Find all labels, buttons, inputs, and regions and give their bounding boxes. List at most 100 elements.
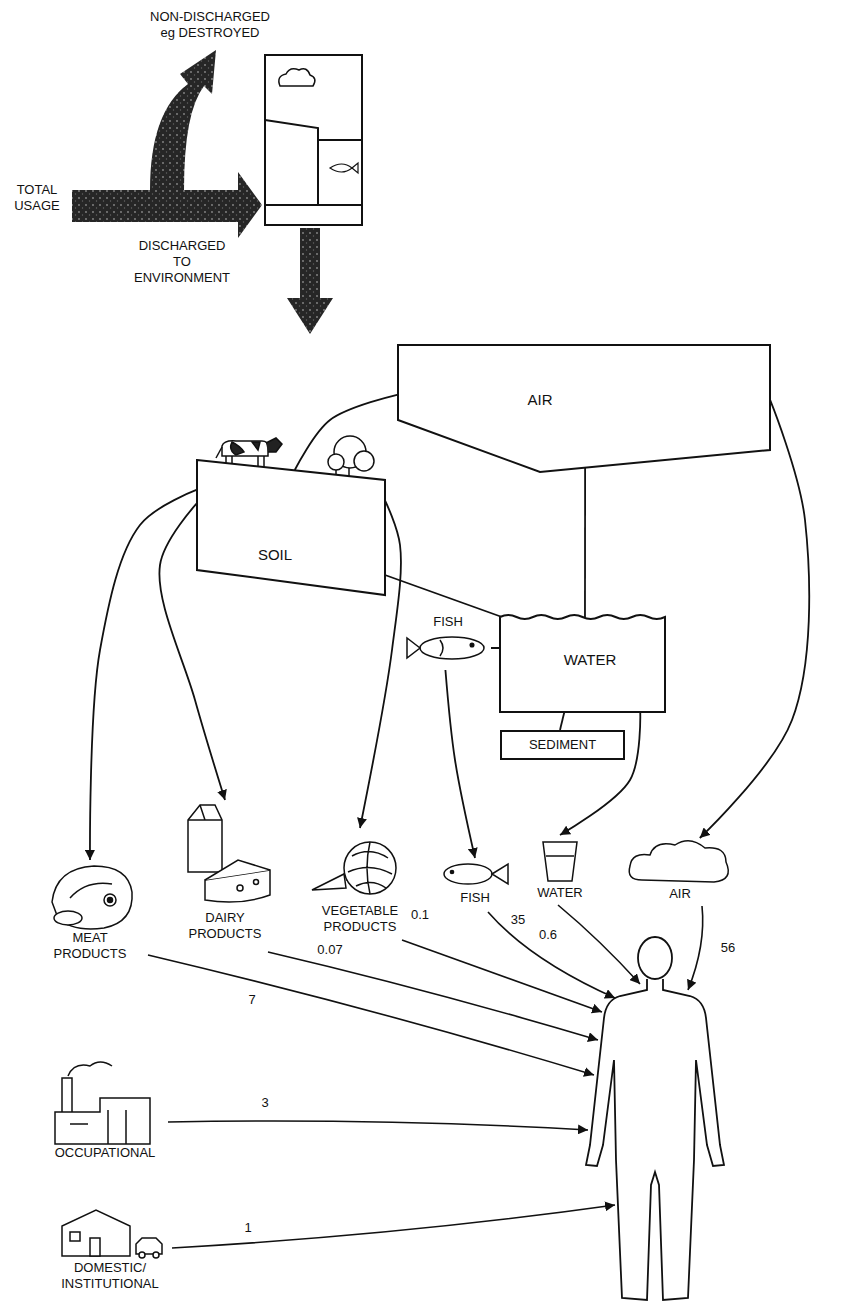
house-icon: [62, 1210, 162, 1258]
exposure-arrow-part: [558, 905, 640, 984]
glass-icon-part: [546, 855, 574, 857]
dairy-icon: [188, 805, 270, 902]
dairy-icon-part: [254, 880, 259, 885]
environment-box-part: [279, 69, 315, 86]
node-label: MEAT PRODUCTS: [40, 930, 140, 962]
node-label: WATER: [564, 652, 617, 668]
fish-icon: [444, 864, 508, 884]
annotation: TOTAL USAGE: [6, 182, 68, 214]
fish-icon-part: [444, 864, 492, 884]
compartment-box: SEDIMENT: [500, 730, 625, 760]
cloud-icon: [629, 841, 728, 882]
tree-icon: [328, 436, 374, 476]
factory-icon-part: [55, 1098, 150, 1144]
human-figure-part: [638, 937, 672, 979]
exposure-source: OCCUPATIONAL: [45, 1070, 165, 1161]
fish-icon-part: [440, 640, 443, 656]
house-icon-part: [90, 1238, 100, 1256]
connector: [700, 400, 809, 838]
exposure-source: AIR: [625, 838, 735, 902]
node-label: DOMESTIC/ INSTITUTIONAL: [50, 1260, 170, 1292]
exposure-arrow-part: [168, 1121, 588, 1130]
dairy-icon-part: [205, 860, 270, 880]
tree-icon-part: [328, 454, 344, 470]
annotation: DISCHARGED TO ENVIRONMENT: [130, 238, 234, 286]
meat-icon: [52, 866, 132, 929]
exposure-value: 0.6: [539, 927, 557, 943]
compartment-outline: [398, 345, 770, 472]
node-label: AIR: [625, 886, 735, 902]
node-label: SOIL: [258, 547, 292, 563]
house-icon-part: [153, 1252, 159, 1258]
meat-icon-part: [104, 894, 116, 906]
connector: [560, 712, 564, 730]
cow-icon-part: [231, 442, 260, 455]
connector: [491, 647, 500, 649]
vegetable-icon-part: [344, 842, 396, 894]
cow-icon-part: [266, 438, 282, 452]
tree-icon-part: [354, 451, 374, 471]
environment-box: [265, 55, 362, 225]
glass-icon: [543, 842, 577, 881]
connector: [584, 468, 586, 617]
node-label: FISH: [405, 614, 491, 630]
compartment-outline: [197, 460, 385, 595]
vegetable-icon-part: [312, 874, 346, 890]
factory-icon-part: [62, 1078, 72, 1114]
environment-box-part: [265, 120, 362, 140]
dairy-icon-part: [237, 885, 243, 891]
exposure-value: 0.1: [411, 907, 429, 923]
exposure-value: 3: [261, 1095, 268, 1111]
node-label: DAIRY PRODUCTS: [175, 910, 275, 942]
meat-icon-part: [108, 898, 113, 903]
connector: [90, 490, 197, 860]
house-icon-part: [62, 1210, 130, 1256]
environment-box-part: [318, 140, 362, 205]
factory-icon: [55, 1062, 150, 1144]
exposure-value: 1: [244, 1220, 251, 1236]
fish-node: FISH: [405, 614, 491, 670]
house-icon-part: [70, 1232, 80, 1241]
fish-icon-part: [492, 864, 508, 884]
exposure-value: 56: [721, 940, 735, 956]
vegetable-icon: [312, 842, 396, 894]
exposure-value: 35: [511, 912, 525, 928]
fish-icon: [407, 637, 484, 659]
compartment-outline: [197, 460, 385, 595]
node-label: WATER: [530, 885, 590, 901]
compartment-outline: [500, 615, 665, 712]
house-icon-part: [136, 1238, 162, 1254]
vegetable-icon-part: [348, 842, 392, 894]
annotation: NON-DISCHARGED eg DESTROYED: [145, 9, 275, 41]
dairy-icon-part: [188, 805, 222, 872]
node-label: FISH: [435, 890, 515, 906]
compartment-outline: [501, 731, 624, 759]
meat-icon-part: [52, 866, 132, 929]
usage-arrow-part: [287, 228, 333, 334]
compartment-box: SOIL: [197, 460, 385, 595]
environment-box-part: [330, 163, 358, 173]
exposure-source: VEGETABLE PRODUCTS: [305, 828, 415, 935]
fish-icon-part: [407, 638, 420, 658]
connector: [445, 670, 475, 858]
factory-icon-part: [70, 1110, 126, 1144]
fish-icon-part: [420, 637, 484, 659]
environment-box-part: [265, 204, 318, 206]
dairy-icon-part: [188, 805, 222, 820]
house-icon-part: [139, 1252, 145, 1258]
meat-icon-part: [54, 911, 82, 925]
cow-icon-part: [216, 447, 222, 458]
node-label: AIR: [527, 392, 552, 408]
exposure-value: 0.07: [317, 942, 342, 958]
compartment-outline: [398, 345, 770, 472]
compartment-box: WATER: [500, 612, 665, 712]
human-figure: [586, 937, 724, 1300]
human-figure-part: [586, 979, 724, 1300]
exposure-arrow-part: [148, 955, 594, 1075]
exposure-source: DAIRY PRODUCTS: [175, 800, 275, 942]
connector: [295, 395, 398, 470]
node-label: SEDIMENT: [529, 737, 596, 753]
